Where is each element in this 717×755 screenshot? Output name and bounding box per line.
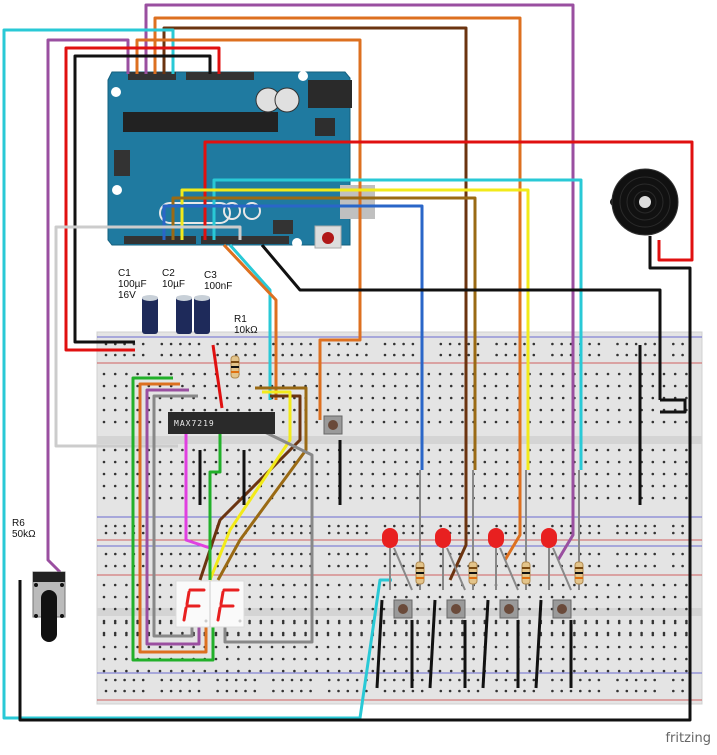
wire-cyan-d10 <box>212 178 583 470</box>
wire-red-r1 <box>211 344 224 409</box>
max7219-label: MAX7219 <box>174 419 215 428</box>
push-button-3[interactable] <box>499 599 519 619</box>
wire-orange-loop <box>138 382 208 654</box>
breadboard-holes <box>102 342 688 693</box>
wire-cyan-d11 <box>228 244 272 400</box>
wire-green-loop <box>131 376 215 662</box>
wire-orange-d12 <box>222 243 278 400</box>
push-button-main[interactable] <box>323 415 343 435</box>
potentiometer-r6 <box>32 571 66 642</box>
wire-yellow-seg <box>208 390 292 581</box>
wire-black-gnd <box>73 54 212 344</box>
led-button-array <box>323 415 584 689</box>
resistor-r1 <box>230 355 240 379</box>
wire-tan-d6 <box>171 196 477 470</box>
wire-purple-loop <box>145 388 201 646</box>
resistor-led-4 <box>574 470 584 590</box>
icsp2-header <box>273 220 293 234</box>
wire-purple-pot <box>46 38 130 574</box>
capacitor-c1 <box>142 295 158 334</box>
wire-red-buzzer <box>203 140 694 262</box>
wire-green-seg <box>208 434 222 580</box>
wire-black-rail-jumper <box>660 398 687 414</box>
capacitor-c2 <box>176 295 192 334</box>
wire-cyan-left <box>2 28 392 720</box>
mcu-chip <box>123 112 278 132</box>
wire-blue-d7 <box>162 204 424 470</box>
piezo-buzzer <box>610 168 679 236</box>
wire-gray-seg <box>223 418 314 644</box>
wires <box>2 3 694 722</box>
wire-gray-loop <box>152 394 198 638</box>
led-4 <box>541 528 572 591</box>
push-button-4[interactable] <box>552 599 572 619</box>
resistor-led-3 <box>521 470 531 590</box>
wire-orange-top <box>153 16 522 561</box>
wire-red-5v <box>64 46 221 352</box>
led-1 <box>382 528 413 591</box>
digit-segment <box>182 588 206 622</box>
wire-black-buzzer <box>18 236 692 722</box>
resistor-led-1 <box>415 470 425 590</box>
dc-jack <box>308 80 352 108</box>
wire-tan-seg <box>216 386 308 581</box>
breadboard <box>96 331 703 705</box>
led-2 <box>435 528 466 591</box>
wire-purple-top <box>144 3 575 561</box>
resistor-led-2 <box>468 470 478 590</box>
push-button-2[interactable] <box>446 599 466 619</box>
wire-black-gnd2 <box>260 244 662 400</box>
max7219-chip: MAX7219 <box>168 412 275 434</box>
seven-segment-display <box>175 580 245 628</box>
icsp-header <box>114 150 130 176</box>
push-button-1[interactable] <box>393 599 413 619</box>
wire-yellow-d5 <box>180 188 530 470</box>
wire-brown-top <box>162 26 468 581</box>
digit-segment <box>216 588 240 622</box>
fritzing-watermark: fritzing <box>665 731 711 746</box>
led-3 <box>488 528 519 591</box>
arduino-board <box>107 71 375 249</box>
capacitor-c3 <box>194 295 210 334</box>
wire-white-d2 <box>54 225 242 448</box>
